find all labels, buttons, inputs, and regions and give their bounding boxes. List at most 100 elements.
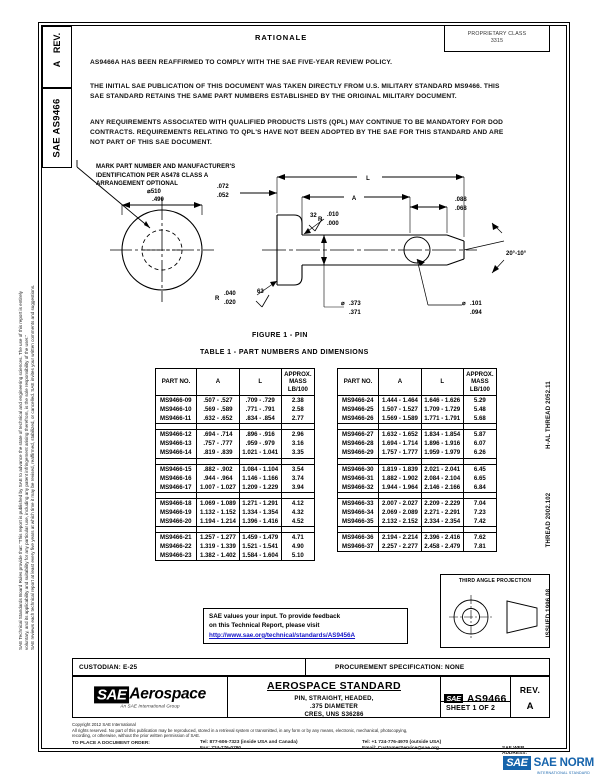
- table-group-spacer: [154, 458, 316, 465]
- projection-symbol: [449, 595, 538, 639]
- cell-dimension-a: .757 - .777: [196, 439, 240, 449]
- footer-fax: Fax: 724-776-0790: [200, 745, 242, 751]
- sae-logo-mark: SAE: [94, 685, 130, 703]
- cell-mass: 4.32: [280, 507, 316, 518]
- mark-part-number-note: MARK PART NUMBER AND MANUFACTURER'S IDEN…: [96, 164, 236, 188]
- feedback-url-link[interactable]: http://www.sae.org/technical/standards/A…: [209, 631, 356, 639]
- part-title-line-1: PIN, STRAIGHT, HEADED,: [294, 695, 374, 702]
- mass-header-line3: LB/100: [287, 385, 308, 393]
- sae-norm-watermark: SAE SAE NORM INTERNATIONAL STANDARD: [503, 756, 595, 775]
- revision-strip-value: A: [52, 60, 62, 68]
- col-header-mass: APPROX. MASS LB/100: [462, 368, 498, 396]
- cell-dimension-a: 1.382 - 1.402: [196, 551, 240, 562]
- watermark-text: SAE NORM: [533, 757, 595, 769]
- table-group-spacer: [154, 423, 316, 430]
- cell-mass: 4.90: [280, 542, 316, 552]
- revision-label: REV.: [519, 685, 541, 695]
- sheet-number: SHEET 1 OF 2: [446, 705, 496, 712]
- dim-shank-diameter-upper: .373: [349, 301, 361, 307]
- cell-dimension-l: 2.209 - 2.229: [420, 497, 464, 508]
- cell-part-no: MS9466-11: [154, 414, 198, 425]
- cell-part-no: MS9466-13: [154, 439, 198, 449]
- feedback-line-1: SAE values your input. To provide feedba…: [209, 613, 341, 620]
- cell-dimension-l: 1.959 - 1.979: [420, 448, 464, 459]
- cell-dimension-l: 1.584 - 1.604: [238, 551, 282, 562]
- document-number-label: SAE AS9466: [51, 98, 63, 158]
- cell-dimension-l: 2.396 - 2.416: [420, 532, 464, 543]
- footer-rights-1: All rights reserved. No part of this pub…: [72, 727, 408, 733]
- cell-part-no: MS9466-35: [336, 517, 380, 528]
- table-group-spacer: [154, 526, 316, 533]
- table-group-spacer: [336, 423, 498, 430]
- cell-dimension-a: .882 - .902: [196, 463, 240, 474]
- dim-shank-diameter-lower: .371: [349, 310, 361, 316]
- custodian-row: CUSTODIAN: E-25 PROCUREMENT SPECIFICATIO…: [72, 658, 550, 676]
- finish-32: 32: [310, 213, 317, 219]
- cell-mass: 6.26: [462, 448, 498, 459]
- custodian-label: CUSTODIAN: E-25: [79, 664, 138, 671]
- diameter-symbol-head: ⌀: [147, 189, 151, 195]
- col-header-a: A: [196, 368, 240, 396]
- cell-mass: 5.29: [462, 395, 498, 406]
- cell-mass: 4.12: [280, 497, 316, 508]
- cell-part-no: MS9466-18: [154, 497, 198, 508]
- cell-mass: 6.65: [462, 473, 498, 483]
- mass-header-line1: APPROX.: [466, 370, 494, 378]
- watermark-subtext: INTERNATIONAL STANDARD: [536, 771, 590, 775]
- dim-head-diameter-lower: .490: [152, 197, 164, 203]
- dim-fillet-radius-lower: .000: [327, 221, 339, 227]
- dim-length-A: A: [352, 196, 357, 202]
- col-header-part-no: PART NO.: [154, 368, 198, 396]
- sidebar-legal-notice: SAE Technical Standards Board Rules prov…: [18, 175, 36, 655]
- dim-chamfer-upper: .088: [455, 197, 467, 203]
- figure-caption: FIGURE 1 - PIN: [252, 332, 308, 339]
- cell-dimension-a: 1.882 - 1.902: [378, 473, 422, 483]
- cell-part-no: MS9466-37: [336, 542, 380, 553]
- dim-head-radius-lower: .020: [224, 300, 236, 306]
- revision-strip-label: REV.: [52, 32, 62, 53]
- cell-mass: 3.54: [280, 463, 316, 474]
- cell-part-no: MS9466-14: [154, 448, 198, 459]
- cell-dimension-a: 1.757 - 1.777: [378, 448, 422, 459]
- cell-mass: 3.94: [280, 482, 316, 493]
- proprietary-class-box: PROPRIETARY CLASS 3315: [444, 26, 550, 52]
- cell-part-no: MS9466-16: [154, 473, 198, 483]
- cell-dimension-a: 2.194 - 2.214: [378, 532, 422, 543]
- cell-dimension-l: 2.021 - 2.041: [420, 463, 464, 474]
- table-group-spacer: [336, 492, 498, 499]
- cell-mass: 7.62: [462, 532, 498, 543]
- cell-mass: 3.74: [280, 473, 316, 483]
- cell-dimension-l: 1.646 - 1.626: [420, 395, 464, 406]
- cell-mass: 5.48: [462, 405, 498, 415]
- proprietary-class-text: PROPRIETARY CLASS 3315: [467, 31, 527, 44]
- footer-order-label: TO PLACE A DOCUMENT ORDER:: [72, 740, 150, 746]
- cell-part-no: MS9466-28: [336, 439, 380, 449]
- third-angle-projection-box: THIRD ANGLE PROJECTION: [440, 574, 550, 648]
- cell-part-no: MS9466-10: [154, 405, 198, 415]
- cell-mass: 4.52: [280, 517, 316, 528]
- document-type-heading: AEROSPACE STANDARD: [267, 680, 401, 692]
- cell-part-no: MS9466-12: [154, 429, 198, 440]
- cell-mass: 2.38: [280, 395, 316, 406]
- cell-dimension-a: 1.819 - 1.839: [378, 463, 422, 474]
- col-header-a: A: [378, 368, 422, 396]
- cell-dimension-a: .694 - .714: [196, 429, 240, 440]
- revision-strip: REV. A: [42, 26, 72, 88]
- mass-header-line3: LB/100: [469, 385, 490, 393]
- cell-mass: 7.42: [462, 517, 498, 528]
- title-block-title-cell: AEROSPACE STANDARD PIN, STRAIGHT, HEADED…: [228, 677, 441, 718]
- cell-part-no: MS9466-09: [154, 395, 198, 406]
- legal-line-3: SAE reviews each technical report at lea…: [30, 284, 35, 650]
